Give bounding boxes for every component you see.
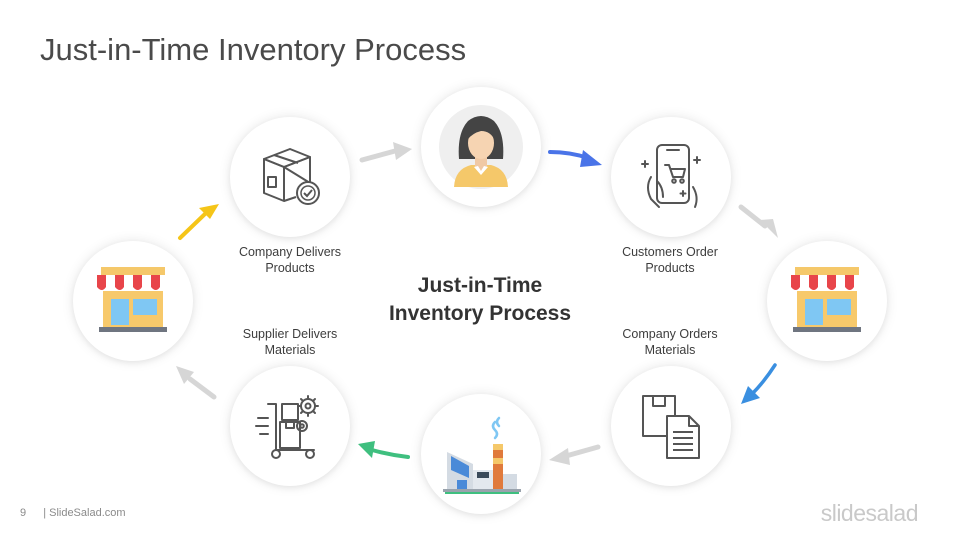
slide-title: Just-in-Time Inventory Process (40, 32, 467, 67)
label-company-orders-line1: Company Orders (622, 327, 718, 341)
page-number: 9 (20, 507, 27, 519)
store-icon (97, 267, 169, 332)
label-company-delivers: Company Delivers Products (210, 244, 370, 276)
step-box-circle (230, 117, 350, 237)
center-title-line2: Inventory Process (388, 302, 572, 325)
label-customers-order-line1: Customers Order (622, 245, 718, 259)
arrow-blue (548, 150, 602, 167)
label-company-orders-line2: Materials (644, 343, 696, 357)
label-supplier-delivers-line1: Supplier Delivers (242, 327, 338, 341)
footer: 9 | SlideSalad.com (20, 507, 126, 519)
arrow-grey-bottom (549, 444, 601, 465)
documents-icon (642, 395, 700, 459)
label-company-delivers-line2: Products (265, 261, 315, 275)
footer-site: | SlideSalad.com (43, 507, 126, 519)
step-store-left-circle (73, 241, 193, 361)
step-supplier-circle (230, 366, 350, 486)
arrow-green (358, 441, 410, 459)
delivery-box-icon (263, 148, 320, 205)
step-store-right-circle (767, 241, 887, 361)
brand-logo: slidesalad (820, 500, 919, 526)
center-title: Just-in-Time Inventory Process (370, 272, 590, 328)
label-company-orders: Company Orders Materials (590, 326, 750, 358)
mobile-shopping-icon (641, 144, 701, 208)
arrow-yellow (178, 204, 219, 240)
label-supplier-delivers: Supplier Delivers Materials (210, 326, 370, 358)
step-documents-circle (611, 366, 731, 486)
label-customers-order: Customers Order Products (590, 244, 750, 276)
label-supplier-delivers-line2: Materials (264, 343, 316, 357)
supplier-trolley-icon (255, 395, 319, 459)
center-title-line1: Just-in-Time (417, 274, 543, 297)
arrow-grey-left (176, 366, 217, 400)
step-factory-circle (421, 394, 541, 514)
label-customers-order-line2: Products (645, 261, 695, 275)
customer-avatar-icon (439, 105, 523, 189)
label-company-delivers-line1: Company Delivers (238, 245, 342, 259)
arrow-grey-top (359, 142, 412, 163)
step-customer-circle (421, 87, 541, 207)
factory-icon (443, 416, 521, 494)
arrow-grey-right-top (738, 204, 778, 238)
store-icon (791, 267, 863, 332)
step-phone-circle (611, 117, 731, 237)
arrow-blue-right (741, 363, 777, 404)
